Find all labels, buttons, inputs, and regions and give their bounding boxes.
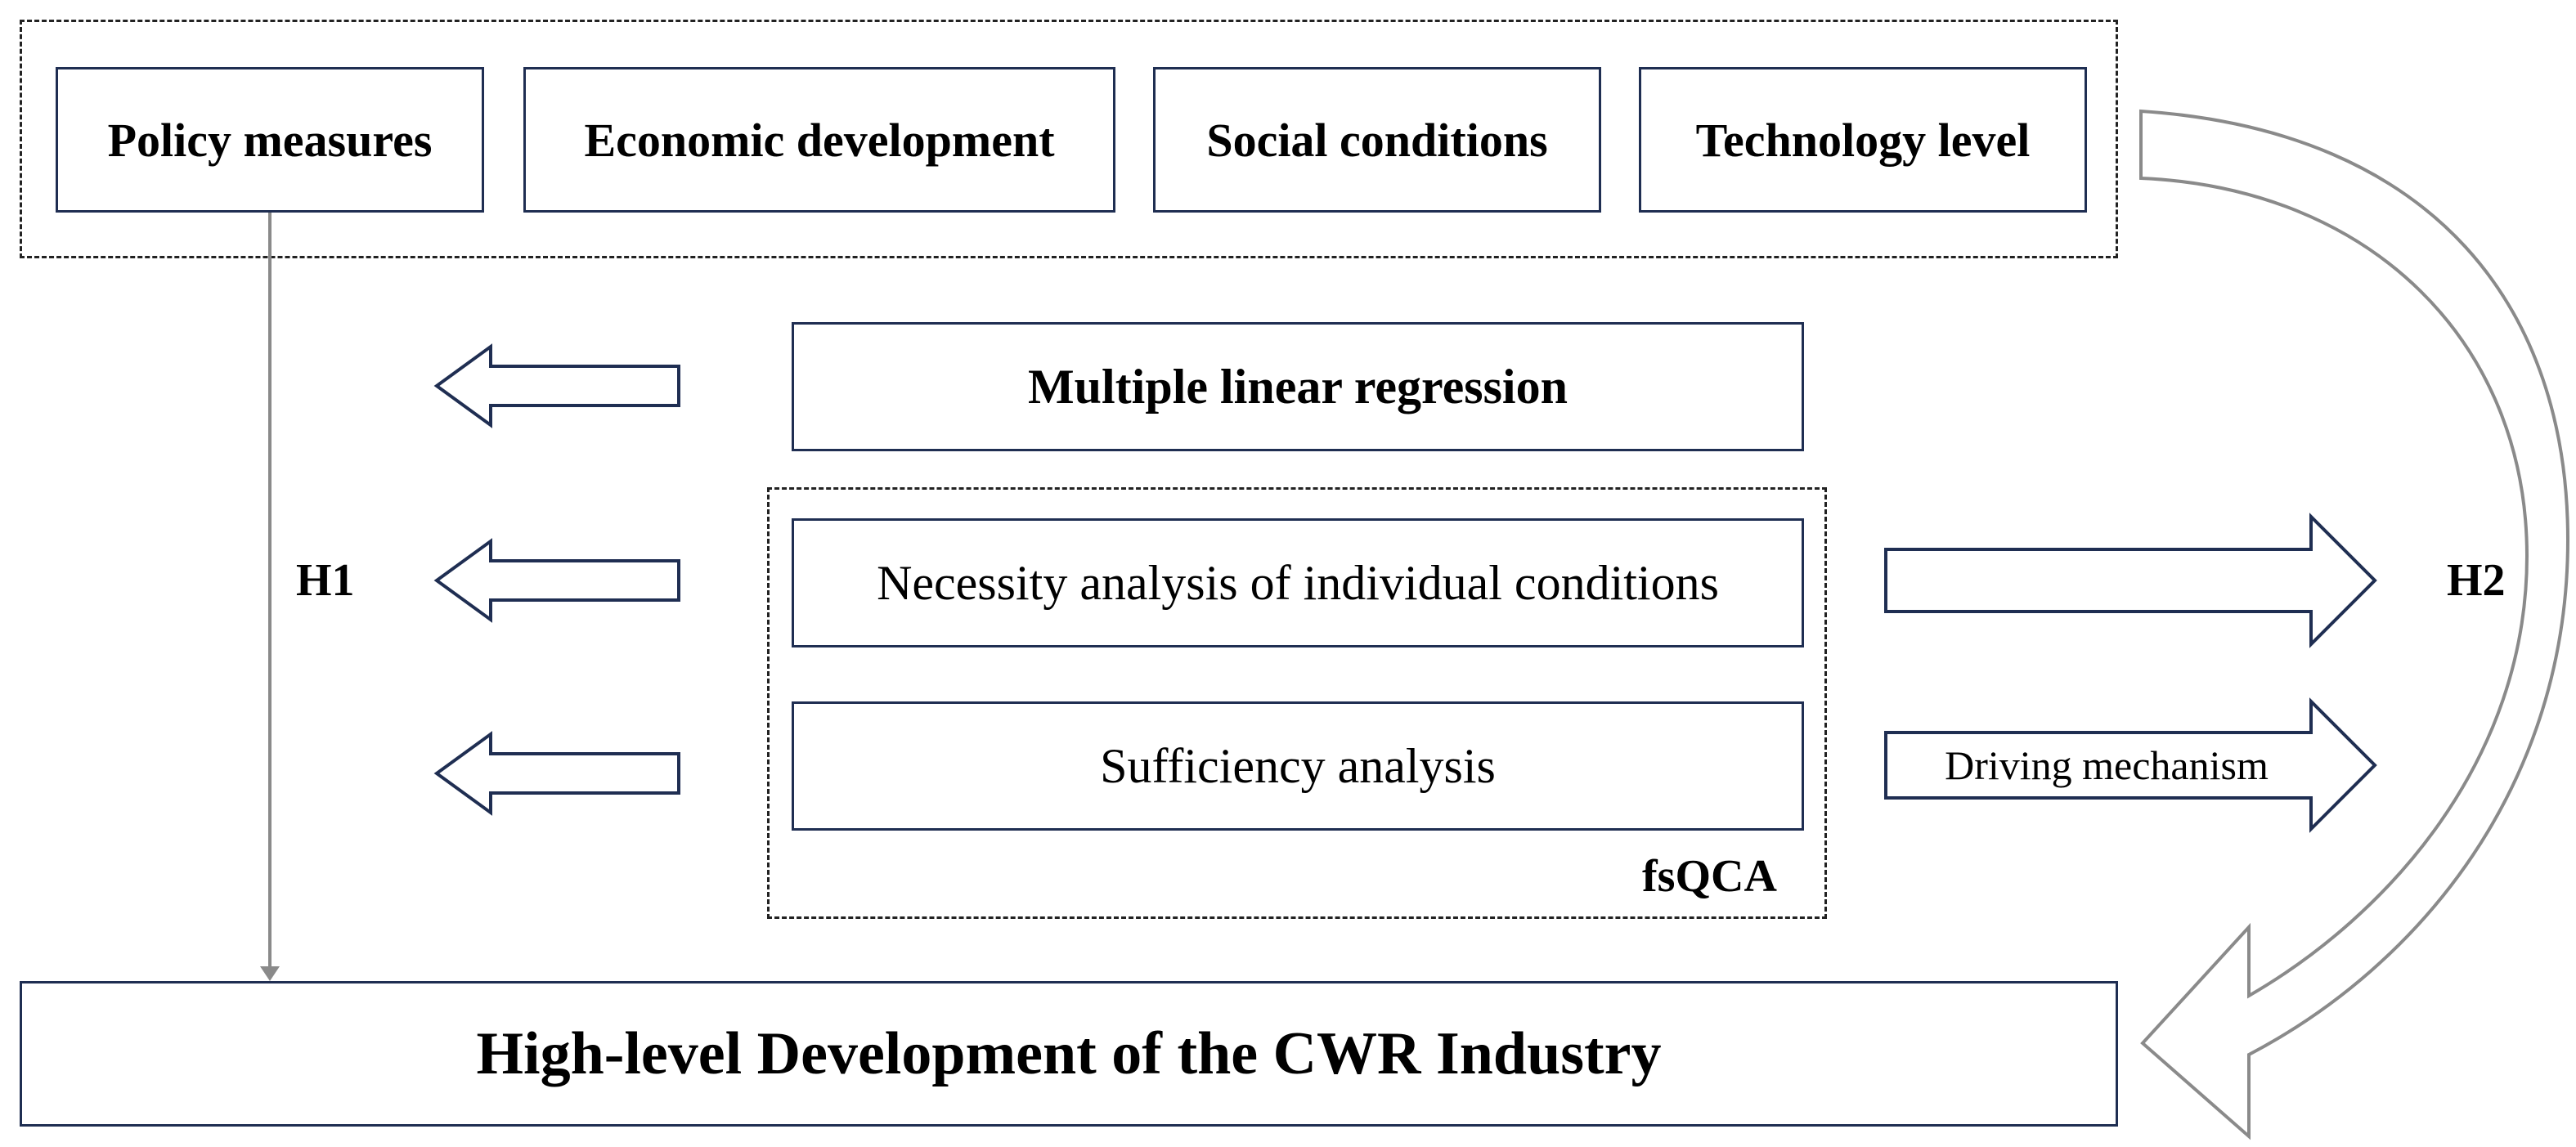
factors-group	[20, 20, 2118, 258]
hypothesis-h2-label: H2	[2447, 555, 2506, 606]
right-arrow-driving-mechanism	[1884, 697, 2377, 833]
left-arrow-necessity	[433, 538, 680, 623]
hypothesis-h1-label: H1	[296, 555, 355, 606]
curved-arrow-h2	[2139, 109, 2570, 1140]
method-box-multiple-linear-regression: Multiple linear regression	[792, 322, 1804, 451]
right-arrow-necessity	[1884, 513, 2377, 648]
outcome-box: High-level Development of the CWR Indust…	[20, 981, 2118, 1127]
method-box-necessity-analysis: Necessity analysis of individual conditi…	[792, 518, 1804, 647]
driving-mechanism-label: Driving mechanism	[1945, 742, 2269, 788]
h1-arrowhead	[260, 966, 280, 981]
left-arrow-sufficiency	[433, 731, 680, 816]
fsqca-group	[767, 487, 1827, 919]
left-arrow-regression	[433, 343, 680, 428]
method-box-sufficiency-analysis: Sufficiency analysis	[792, 701, 1804, 831]
factor-box-technology-level: Technology level	[1639, 67, 2087, 213]
factor-box-policy-measures: Policy measures	[56, 67, 484, 213]
factor-box-social-conditions: Social conditions	[1153, 67, 1601, 213]
fsqca-label: fsQCA	[1642, 851, 1777, 902]
factor-box-economic-development: Economic development	[523, 67, 1115, 213]
